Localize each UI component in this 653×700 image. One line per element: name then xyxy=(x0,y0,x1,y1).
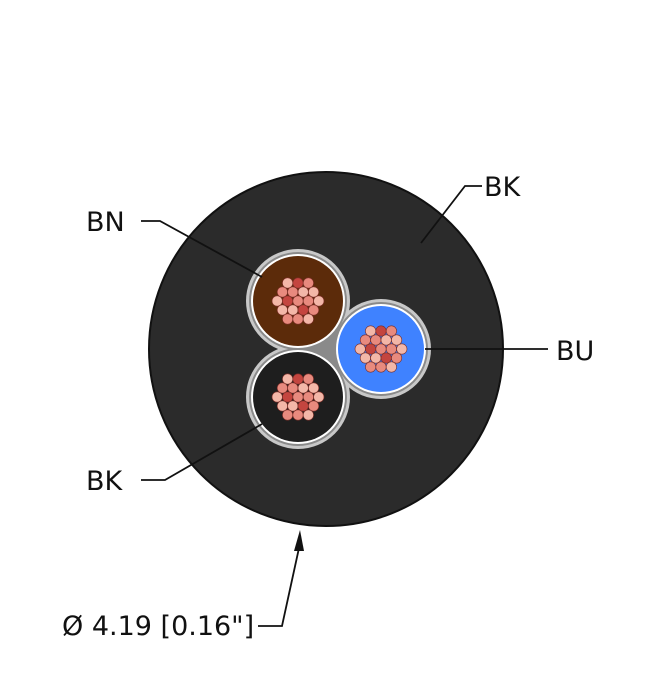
conductor-strand xyxy=(385,361,397,373)
conductor-strand xyxy=(276,382,288,394)
conductor-strand xyxy=(292,391,304,403)
conductor-strand xyxy=(308,400,320,412)
label-core-blue: BU xyxy=(556,336,594,367)
conductor-strand xyxy=(365,343,377,355)
conductor-strand xyxy=(391,352,403,364)
conductor-strand xyxy=(282,373,294,385)
conductor-strand xyxy=(308,382,320,394)
conductor-strand xyxy=(313,391,325,403)
conductor-strand xyxy=(391,334,403,346)
diameter-arrowhead xyxy=(294,530,304,551)
conductor-strand xyxy=(359,352,371,364)
conductor-strand xyxy=(297,286,309,298)
conductor-strand xyxy=(354,343,366,355)
conductor-strand xyxy=(287,286,299,298)
leader-jacket xyxy=(420,185,482,244)
conductor-strand xyxy=(282,391,294,403)
conductor-strand xyxy=(385,325,397,337)
conductor-strand xyxy=(380,352,392,364)
strand-bundle xyxy=(354,325,408,373)
conductor-strand xyxy=(282,313,294,325)
conductor-strand xyxy=(297,304,309,316)
conductor-strand xyxy=(302,373,314,385)
label-core-black: BK xyxy=(86,466,124,497)
conductor-strand xyxy=(302,295,314,307)
strand-bundle xyxy=(271,277,325,325)
label-core-brown: BN xyxy=(86,207,125,238)
strand-bundle xyxy=(271,373,325,421)
conductor-strand xyxy=(302,313,314,325)
conductor-strand xyxy=(292,277,304,289)
conductor-strand xyxy=(271,391,283,403)
leader-core-black xyxy=(141,423,263,481)
conductor-strand xyxy=(271,295,283,307)
conductor-strand xyxy=(385,343,397,355)
conductor-strand xyxy=(375,325,387,337)
conductor-strand xyxy=(292,373,304,385)
conductor-strand xyxy=(359,334,371,346)
conductor-strand xyxy=(302,277,314,289)
conductor-strand xyxy=(370,352,382,364)
conductor-strand xyxy=(380,334,392,346)
conductor-strand xyxy=(365,325,377,337)
conductor-strand xyxy=(365,361,377,373)
conductor-strand xyxy=(292,313,304,325)
conductor-strand xyxy=(375,343,387,355)
conductor-strand xyxy=(287,304,299,316)
conductor-strand xyxy=(297,400,309,412)
leader-diameter xyxy=(258,547,300,627)
conductor-strand xyxy=(282,409,294,421)
conductor-strand xyxy=(287,382,299,394)
conductor-strand xyxy=(313,295,325,307)
conductor-strand xyxy=(370,334,382,346)
conductor-strand xyxy=(282,295,294,307)
conductor-strand xyxy=(292,409,304,421)
conductor-strand xyxy=(396,343,408,355)
conductor-strand xyxy=(276,304,288,316)
core-blue xyxy=(336,304,426,394)
core-brown xyxy=(251,254,345,348)
conductor-strand xyxy=(276,400,288,412)
conductor-strand xyxy=(287,400,299,412)
conductor-strand xyxy=(297,382,309,394)
conductor-strand xyxy=(308,286,320,298)
label-diameter: Ø 4.19 [0.16"] xyxy=(62,611,254,642)
label-jacket: BK xyxy=(484,172,522,203)
core-black xyxy=(251,350,345,444)
conductor-strand xyxy=(308,304,320,316)
conductor-strand xyxy=(302,391,314,403)
conductor-strand xyxy=(292,295,304,307)
conductor-strand xyxy=(302,409,314,421)
conductor-strand xyxy=(282,277,294,289)
conductor-strand xyxy=(276,286,288,298)
leader-core-brown xyxy=(141,220,263,278)
conductor-strand xyxy=(375,361,387,373)
